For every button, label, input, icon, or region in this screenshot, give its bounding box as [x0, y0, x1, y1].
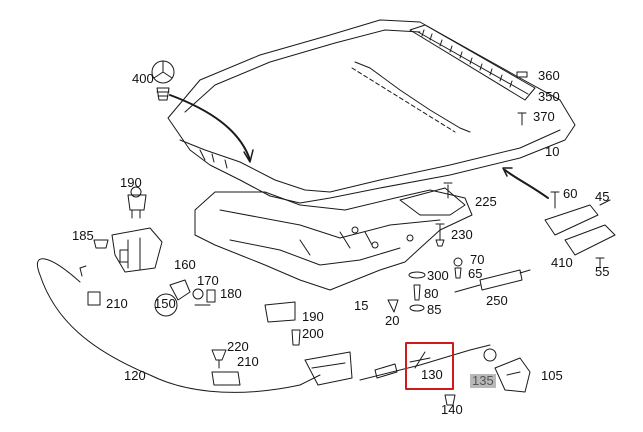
callout-400: 400 [132, 71, 154, 86]
small-hardware [408, 257, 463, 312]
callout-300: 300 [427, 268, 449, 283]
release-handle [304, 351, 353, 386]
callout-55: 55 [595, 264, 610, 279]
part-160-170 [169, 279, 216, 306]
callout-360: 360 [538, 68, 560, 83]
latch-cable-130 [359, 344, 491, 381]
callout-135[interactable]: 135 [470, 373, 496, 388]
part-150-marker [154, 293, 178, 317]
callout-70: 70 [470, 252, 485, 267]
release-cable [36, 258, 321, 393]
hood-lock-bracket [111, 227, 163, 273]
insulation-mat [194, 189, 473, 291]
callout-200: 200 [302, 326, 324, 341]
callout-65: 65 [468, 266, 483, 281]
callout-20: 20 [385, 313, 400, 328]
callout-180: 180 [220, 286, 242, 301]
part-135-105-140 [444, 348, 531, 406]
callout-160: 160 [174, 257, 196, 272]
callout-120: 120 [124, 368, 146, 383]
callout-130[interactable]: 130 [421, 367, 443, 382]
hood-panel [167, 19, 576, 204]
callout-210-left: 210 [106, 296, 128, 311]
callout-220: 220 [227, 339, 249, 354]
clip-210 [211, 371, 241, 386]
callout-410: 410 [551, 255, 573, 270]
hood-emblem [151, 60, 175, 101]
callout-170: 170 [197, 273, 219, 288]
callout-150: 150 [154, 296, 176, 311]
leader-arrows [169, 94, 549, 199]
callout-45: 45 [595, 189, 610, 204]
bolt-230 [435, 223, 445, 247]
latch-190-bottom [264, 301, 301, 346]
callout-210-bottom: 210 [237, 354, 259, 369]
callout-105: 105 [541, 368, 563, 383]
callout-15: 15 [354, 298, 369, 313]
callout-350: 350 [538, 89, 560, 104]
callout-60: 60 [563, 186, 578, 201]
callout-370: 370 [533, 109, 555, 124]
grommet-185 [93, 239, 109, 249]
gas-strut [454, 269, 531, 293]
callout-140: 140 [441, 402, 463, 417]
callout-250: 250 [486, 293, 508, 308]
callout-190-bottom: 190 [302, 309, 324, 324]
callout-230: 230 [451, 227, 473, 242]
cowl-strip [409, 24, 536, 126]
callout-80: 80 [424, 286, 439, 301]
callout-225: 225 [475, 194, 497, 209]
callout-85: 85 [427, 302, 442, 317]
clip-20 [387, 299, 399, 313]
callout-185: 185 [72, 228, 94, 243]
callout-10: 10 [545, 144, 560, 159]
bolt-220 [211, 349, 227, 369]
callout-190-top: 190 [120, 175, 142, 190]
hinge-assembly [544, 191, 616, 269]
hinge-bracket [399, 182, 466, 216]
latch-190-top [127, 186, 147, 219]
highlight-box-130 [405, 342, 454, 390]
